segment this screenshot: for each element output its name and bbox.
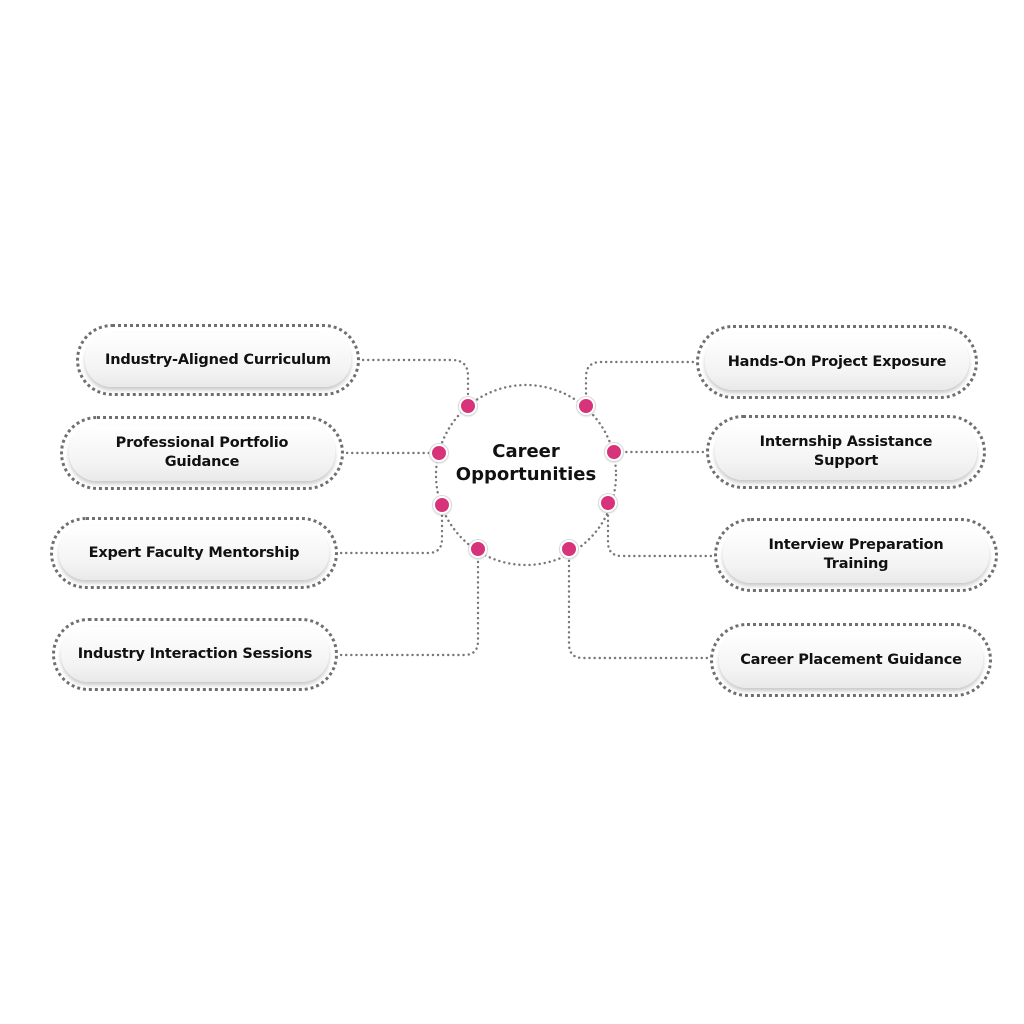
hub-dot-left-4	[469, 540, 487, 558]
connector-right-3	[606, 501, 718, 558]
node-right-3: Interview Preparation Training	[714, 518, 998, 592]
node-label: Hands-On Project Exposure	[727, 353, 947, 370]
hub-dot-left-1	[459, 397, 477, 415]
node-left-2: Professional Portfolio Guidance	[60, 416, 344, 490]
node-label: Industry Interaction Sessions	[77, 646, 313, 662]
node-label: Internship Assistance Support	[759, 434, 933, 469]
hub-dot-left-3	[433, 496, 451, 514]
hub-ring	[434, 383, 618, 567]
node-left-4: Industry Interaction Sessions	[52, 618, 338, 691]
node-label: Expert Faculty Mentorship	[88, 544, 300, 561]
node-right-2: Internship Assistance Support	[706, 415, 986, 489]
node-right-4: Career Placement Guidance	[710, 623, 992, 697]
connector-left-1	[356, 358, 470, 408]
node-left-3: Expert Faculty Mentorship	[50, 517, 338, 589]
connector-right-1	[584, 360, 700, 408]
node-label: Career Placement Guidance	[740, 651, 962, 668]
connector-left-3	[334, 503, 444, 555]
hub-title-line-2: Opportunities	[455, 464, 597, 485]
node-label: Industry-Aligned Curriculum	[105, 351, 331, 368]
connector-left-4	[334, 547, 480, 657]
node-label: Interview Preparation Training	[768, 537, 944, 572]
hub-title: Career Opportunities	[436, 440, 616, 486]
connector-right-4	[567, 547, 714, 660]
hub-dot-right-4	[560, 540, 578, 558]
node-label: Professional Portfolio Guidance	[115, 435, 289, 470]
hub-dot-left-2	[430, 444, 448, 462]
hub-dot-right-2	[605, 443, 623, 461]
node-right-1: Hands-On Project Exposure	[696, 325, 978, 399]
node-left-1: Industry-Aligned Curriculum	[76, 324, 360, 396]
hub-dot-right-1	[577, 397, 595, 415]
hub-title-line-1: Career	[492, 441, 560, 462]
hub-dot-right-3	[599, 494, 617, 512]
